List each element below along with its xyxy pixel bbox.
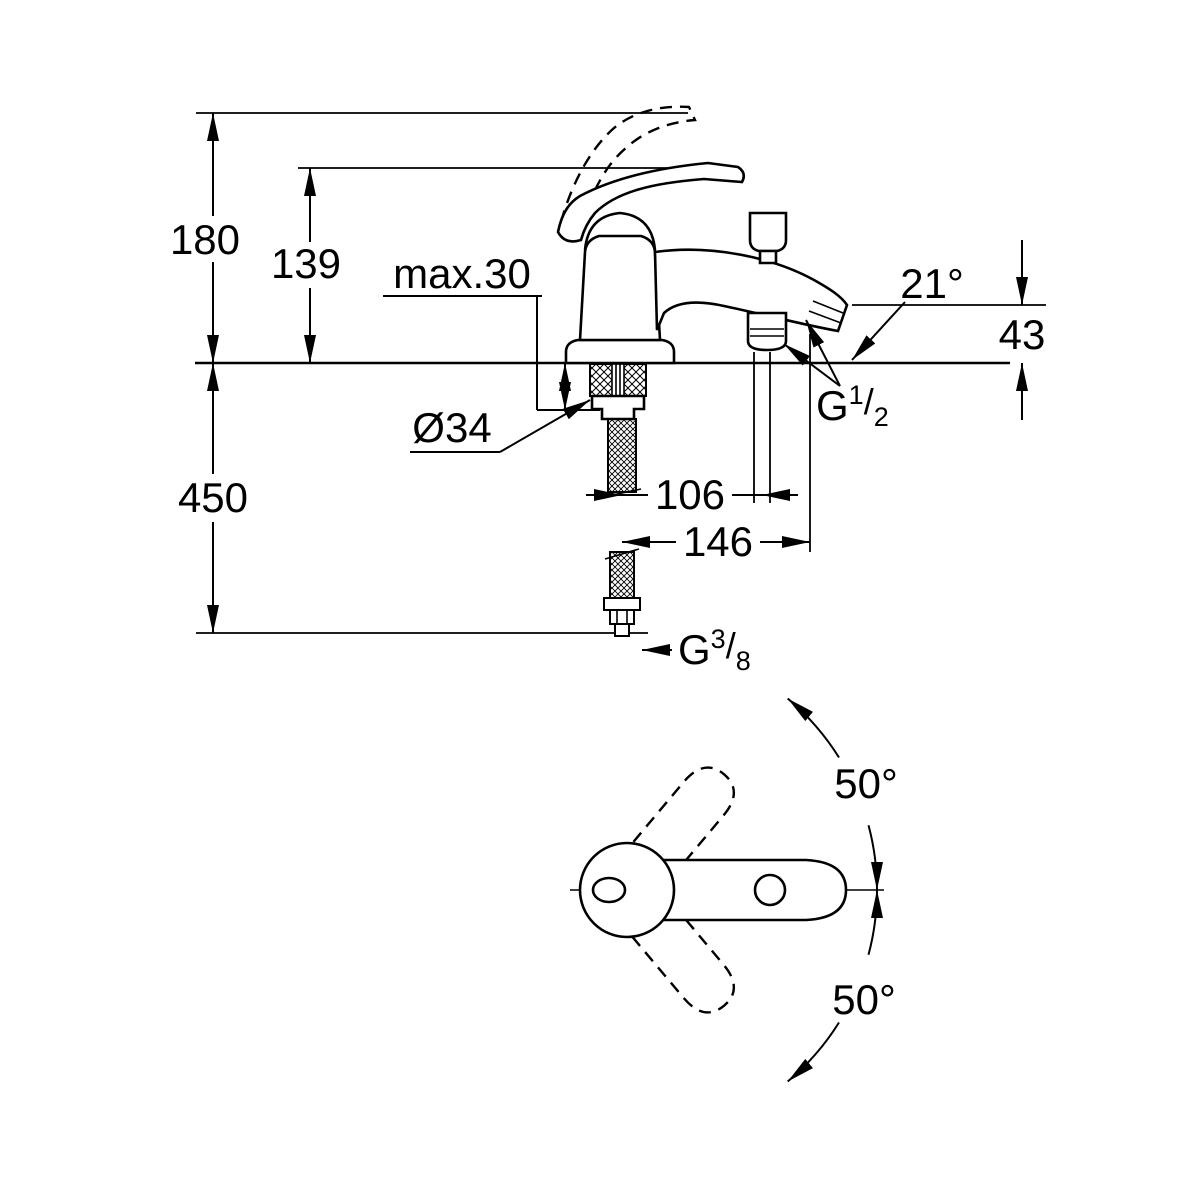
hose-fitting — [603, 597, 641, 637]
shower-hose-outlet — [746, 311, 788, 352]
handle-logo-oval — [591, 876, 627, 904]
thread-supply-numerator: 3 — [711, 624, 726, 654]
dim-hole-diameter: Ø34 — [410, 399, 591, 453]
dim-spout-reach: 146 — [622, 518, 810, 565]
dim-spout-angle: 21° — [851, 260, 964, 361]
handle-button — [753, 873, 787, 907]
handle-lever-top-view — [638, 858, 848, 922]
dim-hose-length-label: 450 — [178, 474, 248, 521]
thread-outlet-label: G1/2 — [816, 380, 889, 432]
spout — [653, 248, 849, 333]
hose-break-marks — [602, 488, 642, 560]
dim-handle-height: 139 — [271, 168, 341, 363]
faucet-body — [578, 234, 662, 342]
body-cap — [583, 211, 657, 251]
aerator — [808, 300, 844, 324]
swing-arc-upper: 50° — [787, 697, 898, 891]
thread-outlet-denominator: 2 — [874, 402, 889, 432]
dim-max-deck: max.30 — [383, 250, 600, 411]
mounting-shank — [589, 363, 647, 397]
dim-hose-length: 450 — [178, 363, 248, 633]
swing-upper-label: 50° — [834, 760, 898, 807]
side-view: 180 139 max.30 Ø34 450 — [170, 105, 1046, 676]
dim-total-height: 180 — [170, 113, 240, 363]
body-flange — [564, 338, 676, 365]
diverter-knob — [748, 211, 788, 265]
swing-arc-lower: 50° — [787, 889, 896, 1083]
dim-outlet-offset-label: 106 — [655, 471, 725, 518]
thread-supply: G3/8 — [642, 624, 751, 676]
thread-supply-slash: / — [726, 625, 736, 666]
thread-outlet-numerator: 1 — [849, 380, 864, 410]
thread-supply-g: G — [678, 626, 711, 673]
thread-supply-denominator: 8 — [736, 646, 751, 676]
thread-outlet-g: G — [816, 382, 849, 429]
dim-outlet-offset: 106 — [586, 471, 798, 518]
dim-hole-diameter-label: Ø34 — [412, 404, 491, 451]
handle-cap — [578, 841, 676, 939]
lever-handle-raised-outline — [559, 105, 697, 228]
dim-max-deck-label: max.30 — [393, 250, 531, 297]
supply-hose-lower — [609, 551, 635, 599]
thread-supply-label: G3/8 — [678, 624, 751, 676]
dim-spout-drop: 43 — [999, 240, 1046, 420]
dim-spout-angle-label: 21° — [900, 260, 964, 307]
supply-hose-upper — [607, 418, 637, 493]
thread-outlet: G1/2 — [783, 319, 889, 432]
dim-handle-height-label: 139 — [271, 240, 341, 287]
dim-spout-reach-label: 146 — [683, 518, 753, 565]
thread-outlet-slash: / — [864, 381, 874, 422]
lever-handle — [556, 161, 746, 243]
swing-lower-label: 50° — [832, 976, 896, 1023]
top-view: 50° 50° — [570, 697, 898, 1083]
dim-total-height-label: 180 — [170, 216, 240, 263]
dim-spout-drop-label: 43 — [999, 311, 1046, 358]
mounting-nut — [590, 394, 646, 421]
